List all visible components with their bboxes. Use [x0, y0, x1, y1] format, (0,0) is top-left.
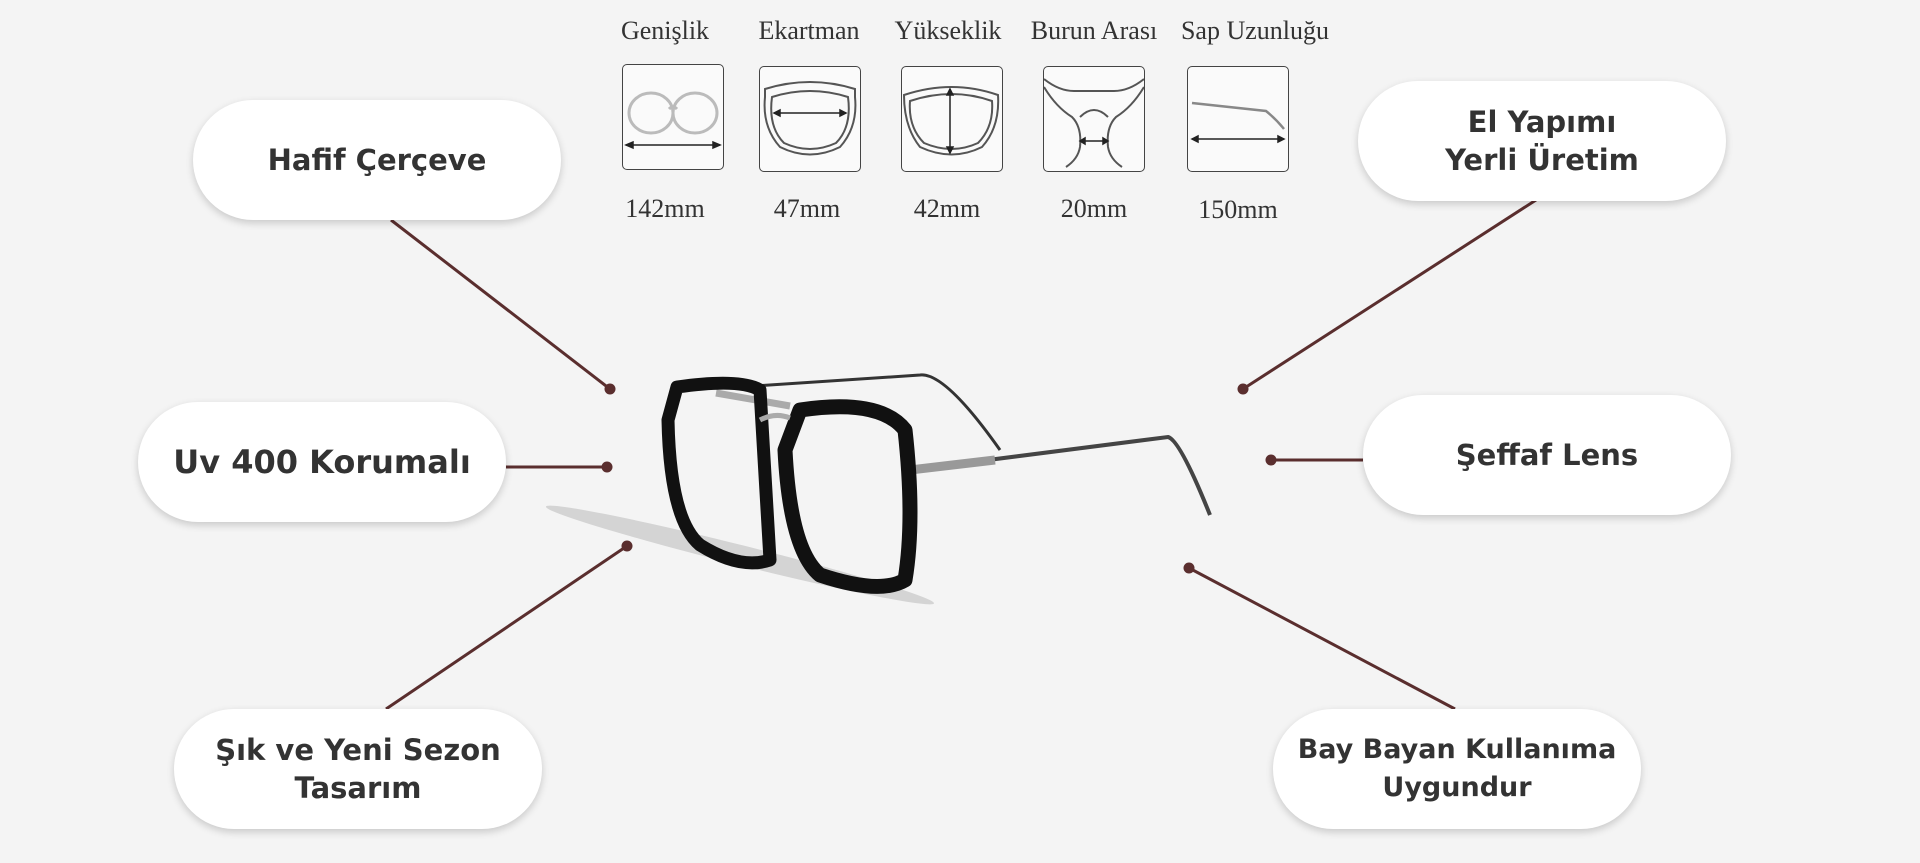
measurement-label-width: Genişlik [620, 16, 710, 45]
measurement-value-width: 142mm [625, 194, 705, 223]
measurement-value-height: 42mm [913, 194, 981, 223]
bridge-width-icon [1043, 66, 1145, 172]
connector-line [1242, 198, 1537, 391]
measurement-label-height: Yükseklik [894, 16, 1002, 45]
connector-line [390, 218, 611, 391]
connector-dot [621, 540, 633, 552]
connector-dot [601, 461, 613, 473]
measurement-value-lens-width: 47mm [773, 194, 841, 223]
lens-width-icon [759, 66, 861, 172]
feature-text: Bay Bayan Kullanıma [1297, 734, 1617, 765]
feature-text: Şık ve Yeni Sezon [215, 733, 501, 767]
connector-line [385, 544, 628, 711]
measurement-label-lens-width: Ekartman [758, 16, 860, 45]
feature-lightweight-frame: Hafif Çerçeve [193, 100, 561, 220]
connector-dot [1265, 454, 1277, 466]
feature-text: Yerli Üretim [1445, 143, 1639, 177]
feature-text: Şeffaf Lens [1455, 438, 1639, 472]
feature-text: Uygundur [1382, 772, 1532, 803]
feature-uv400-protection: Uv 400 Korumalı [138, 402, 506, 522]
feature-text: Hafif Çerçeve [267, 143, 487, 177]
frame-width-icon [622, 64, 724, 170]
eyeglasses-image [545, 373, 1212, 605]
feature-text: Tasarım [294, 771, 422, 805]
feature-text: El Yapımı [1467, 105, 1617, 139]
temple-length-icon [1187, 66, 1289, 172]
connector-dot [1237, 383, 1249, 395]
connector-line [1188, 566, 1456, 711]
measurement-value-bridge: 20mm [1060, 194, 1128, 223]
measurement-label-bridge: Burun Arası [1030, 16, 1158, 45]
feature-clear-lens: Şeffaf Lens [1363, 395, 1731, 515]
measurement-value-temple: 150mm [1198, 195, 1278, 224]
connector-dot [604, 383, 616, 395]
connector-lines [385, 198, 1537, 711]
measurement-label-temple: Sap Uzunluğu [1180, 16, 1330, 45]
connector-dot [1183, 562, 1195, 574]
lens-height-icon [901, 66, 1003, 172]
feature-text: Uv 400 Korumalı [173, 443, 471, 481]
